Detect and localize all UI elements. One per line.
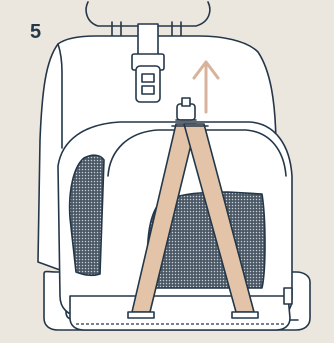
step-number: 5 [30, 22, 41, 42]
side-mesh-window [70, 155, 104, 275]
zipper-pull [284, 288, 292, 304]
